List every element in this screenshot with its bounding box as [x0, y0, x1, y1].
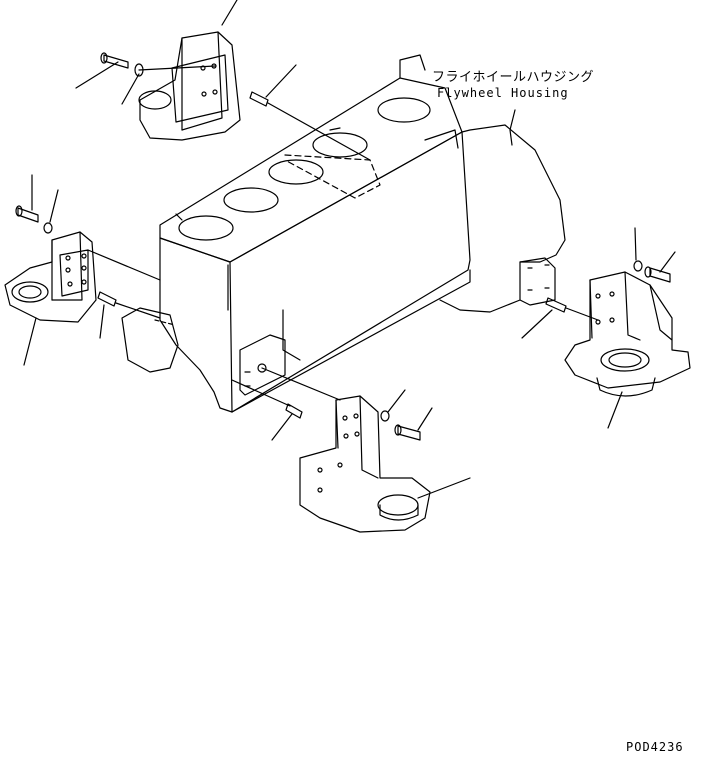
front-left-bracket — [5, 175, 160, 365]
rear-right-bracket — [522, 228, 690, 428]
upper-left-bracket — [76, 0, 370, 160]
front-right-bracket — [232, 368, 470, 532]
flywheel-housing-label-jp: フライホイールハウジング — [432, 70, 595, 85]
flywheel-housing — [400, 55, 565, 312]
engine-block — [122, 78, 470, 412]
drawing-code: POD4236 — [626, 740, 684, 754]
flywheel-housing-label-en: Flywheel Housing — [437, 86, 569, 100]
